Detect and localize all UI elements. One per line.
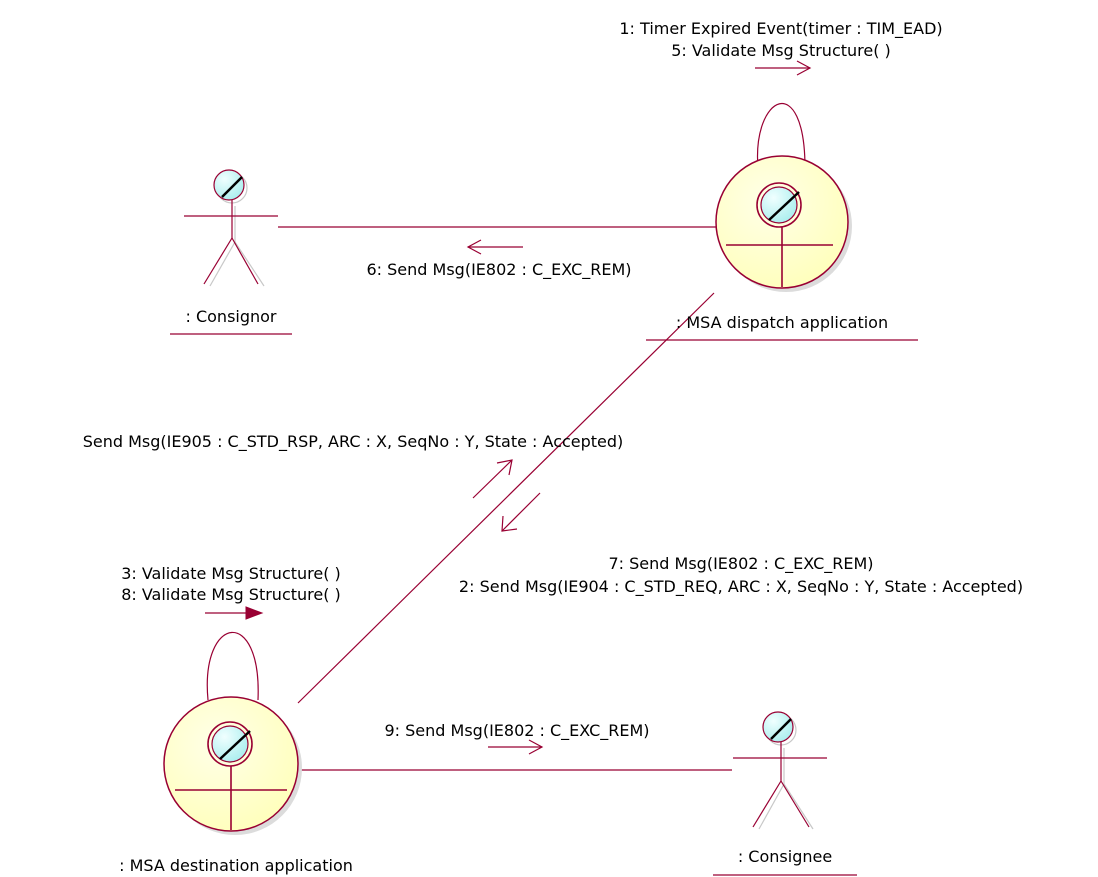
message-label-response: Send Msg(IE905 : C_STD_RSP, ARC : X, Seq… xyxy=(83,432,624,452)
self-link-dispatch[interactable] xyxy=(756,103,806,169)
message-label-8: 8: Validate Msg Structure( ) xyxy=(121,585,341,604)
consignee-label: : Consignee xyxy=(738,847,832,866)
control-head-icon xyxy=(211,725,249,763)
self-link-destination[interactable] xyxy=(206,631,259,701)
message-arrow-9 xyxy=(488,739,544,755)
object-msa-dispatch[interactable] xyxy=(715,155,852,292)
link-dispatch-destination[interactable] xyxy=(297,292,715,704)
consignor-label: : Consignor xyxy=(185,307,276,326)
message-arrow-6 xyxy=(466,239,523,255)
message-arrow-3-8 xyxy=(205,606,264,620)
actor-head-icon xyxy=(213,169,245,201)
message-label-1: 1: Timer Expired Event(timer : TIM_EAD) xyxy=(619,19,942,39)
actor-consignee[interactable] xyxy=(733,711,827,830)
object-msa-destination[interactable] xyxy=(163,696,302,835)
message-arrow-response xyxy=(472,459,513,499)
message-label-9: 9: Send Msg(IE802 : C_EXC_REM) xyxy=(384,721,649,741)
message-arrow-1-5 xyxy=(755,60,812,76)
message-label-5: 5: Validate Msg Structure( ) xyxy=(671,41,891,60)
control-head-icon xyxy=(760,186,798,224)
dispatch-label: : MSA dispatch application xyxy=(676,313,888,332)
message-label-3: 3: Validate Msg Structure( ) xyxy=(121,564,341,583)
message-label-2: 2: Send Msg(IE904 : C_STD_REQ, ARC : X, … xyxy=(459,577,1023,597)
message-arrow-2-7 xyxy=(501,492,541,532)
actor-consignor[interactable] xyxy=(184,169,278,287)
message-label-6: 6: Send Msg(IE802 : C_EXC_REM) xyxy=(366,260,631,280)
actor-head-icon xyxy=(762,711,794,743)
destination-label: : MSA destination application xyxy=(119,856,353,875)
message-label-7: 7: Send Msg(IE802 : C_EXC_REM) xyxy=(608,554,873,574)
